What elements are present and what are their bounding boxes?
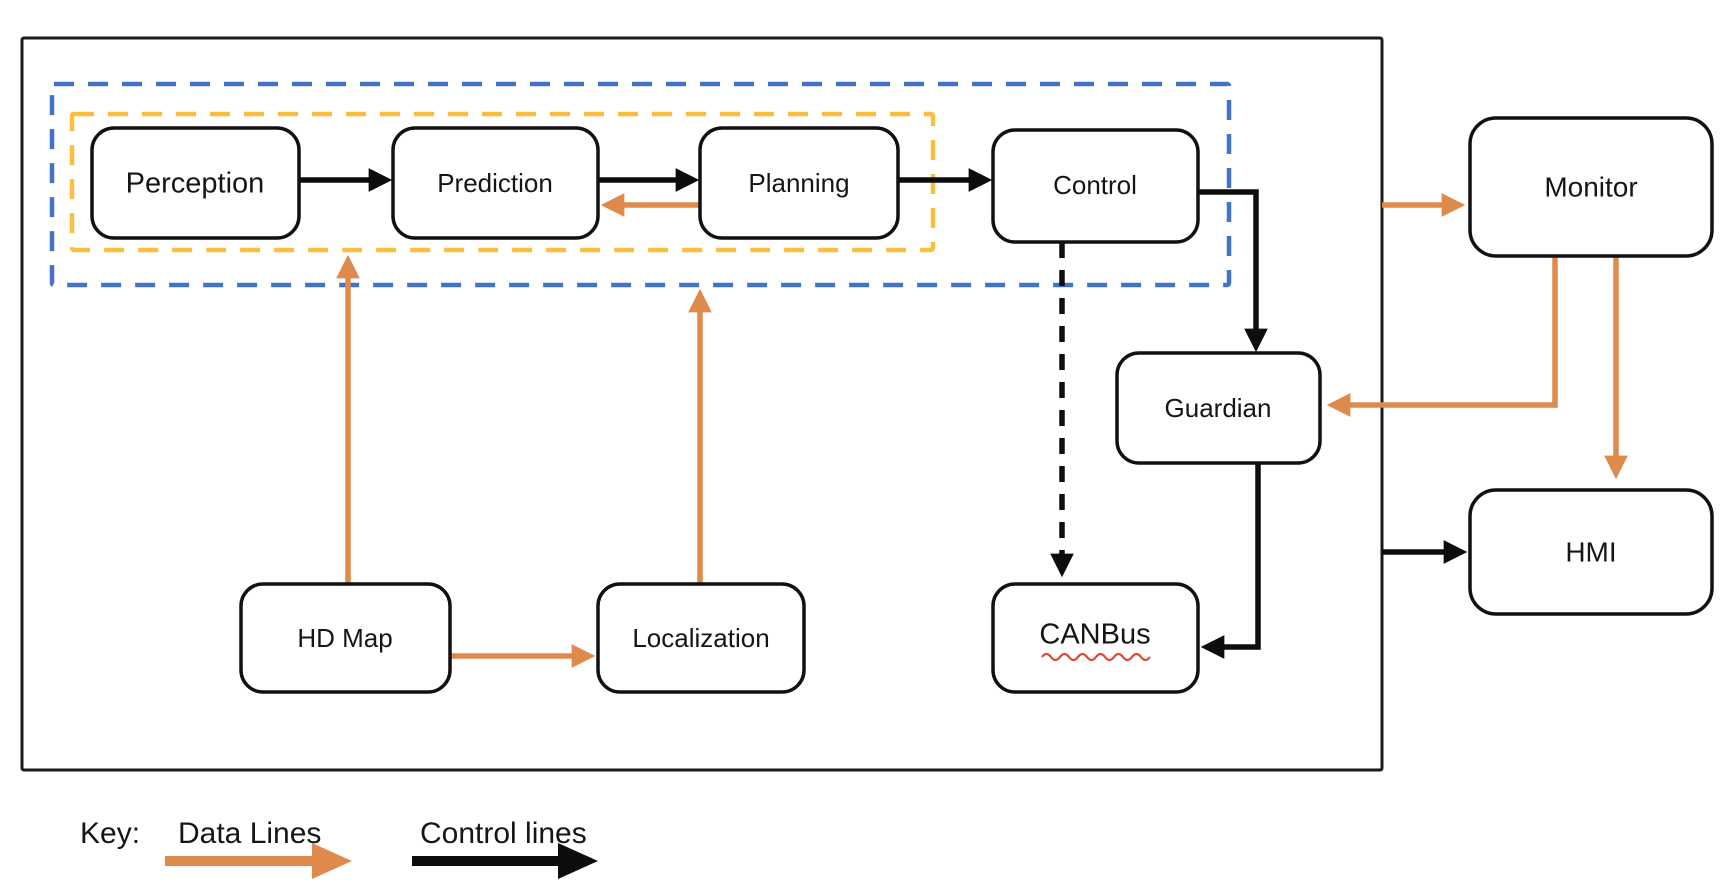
legend-key-label: Key:	[80, 817, 140, 850]
legend-data-line-arrow	[165, 843, 352, 879]
label-guardian: Guardian	[1165, 393, 1272, 423]
node-control	[991, 128, 1200, 244]
node-planning	[698, 126, 900, 240]
label-canbus: CANBus	[1039, 619, 1150, 651]
node-canbus	[991, 582, 1200, 694]
canbus-spellcheck-squiggle	[1041, 652, 1151, 662]
label-hmi: HMI	[1565, 536, 1616, 567]
arrow-guardian-to-canbus	[1200, 463, 1261, 659]
label-planning: Planning	[748, 168, 849, 198]
node-monitor	[1468, 116, 1714, 258]
arrow-monitor-to-guardian	[1326, 256, 1558, 417]
node-guardian	[1115, 351, 1322, 465]
label-control: Control	[1053, 170, 1137, 200]
legend-control-line-arrow	[412, 843, 598, 879]
label-prediction: Prediction	[437, 168, 553, 198]
legend-data-lines-label: Data Lines	[178, 817, 321, 850]
node-hd-map	[239, 582, 452, 694]
node-hmi	[1468, 488, 1714, 616]
node-prediction	[391, 126, 600, 240]
label-perception: Perception	[126, 168, 265, 200]
label-monitor: Monitor	[1544, 171, 1637, 202]
node-perception	[90, 126, 301, 240]
node-localization	[596, 582, 806, 694]
label-hd-map: HD Map	[297, 623, 392, 653]
label-localization: Localization	[632, 623, 769, 653]
arrow-control-to-guardian	[1198, 189, 1268, 353]
blue-dashed-subsystem-box	[49, 81, 1232, 288]
